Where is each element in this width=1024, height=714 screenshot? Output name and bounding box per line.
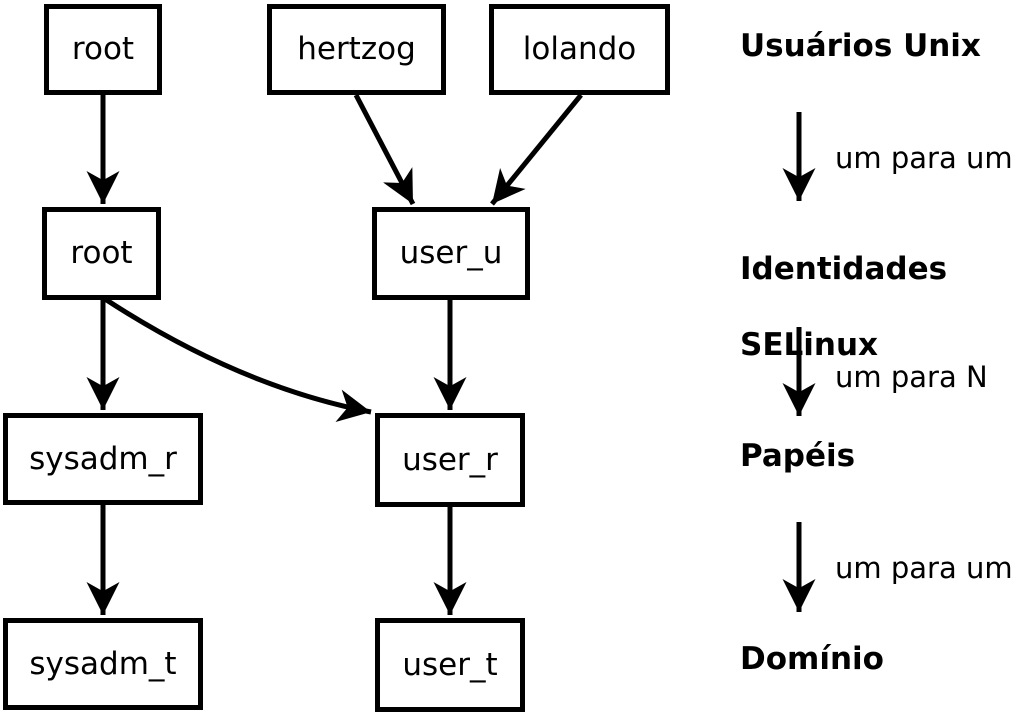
node-role-user-r-label: user_r [402, 441, 498, 478]
legend-mapping-one-to-one-2: um para um [835, 551, 1013, 585]
arrow-lolando-to-user-u [490, 93, 583, 206]
node-domain-sysadm-t: sysadm_t [3, 618, 203, 710]
node-role-sysadm-r-label: sysadm_r [29, 440, 177, 477]
node-unix-root: root [44, 4, 162, 95]
legend-selinux-identities-heading: Identidades SELinux [740, 212, 947, 364]
legend-domain-heading: Domínio [740, 641, 884, 677]
node-unix-root-label: root [71, 31, 135, 67]
legend-mapping-one-to-one-1: um para um [835, 141, 1013, 175]
node-role-sysadm-r: sysadm_r [3, 413, 203, 505]
node-selinux-root: root [42, 207, 161, 300]
node-unix-hertzog: hertzog [267, 4, 446, 95]
node-unix-lolando: lolando [489, 4, 670, 95]
legend-roles-heading: Papéis [740, 438, 856, 474]
node-domain-user-t: user_t [375, 618, 525, 712]
legend-selinux-identities-line2: SELinux [740, 327, 879, 363]
legend-mapping-one-to-n: um para N [835, 360, 988, 394]
node-role-user-r: user_r [375, 413, 525, 507]
node-unix-lolando-label: lolando [522, 31, 637, 67]
node-selinux-user-u: user_u [372, 207, 530, 300]
arrow-hertzog-to-user-u [353, 93, 416, 206]
node-selinux-root-label: root [70, 235, 133, 271]
arrow-root-to-user-r [103, 296, 372, 423]
node-selinux-user-u-label: user_u [399, 235, 503, 271]
legend-selinux-identities-line1: Identidades [740, 251, 948, 287]
node-unix-hertzog-label: hertzog [297, 31, 416, 67]
node-domain-sysadm-t-label: sysadm_t [29, 645, 177, 682]
node-domain-user-t-label: user_t [402, 646, 498, 683]
legend-unix-users-heading: Usuários Unix [740, 28, 981, 64]
